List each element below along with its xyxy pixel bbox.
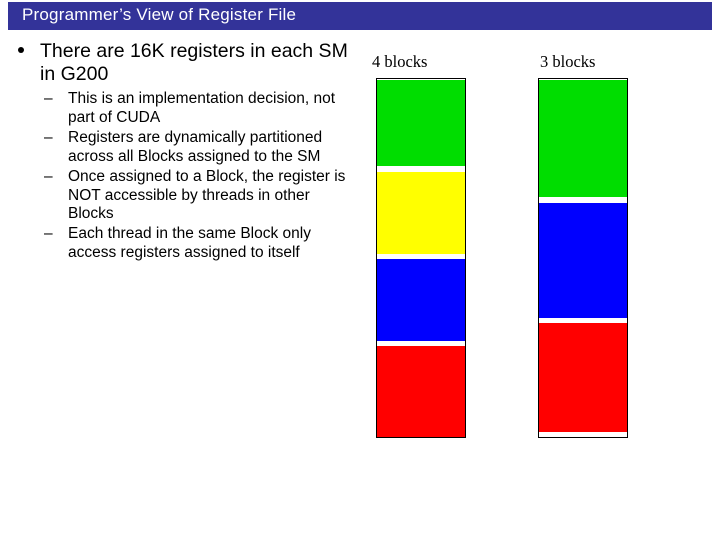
column-label-3-blocks: 3 blocks bbox=[540, 52, 596, 71]
segment-red-2 bbox=[539, 323, 627, 432]
register-file-column-2 bbox=[538, 78, 628, 438]
dash-marker-icon: – bbox=[44, 167, 53, 185]
bullet-level2-text: Once assigned to a Block, the register i… bbox=[68, 167, 346, 223]
segment-yellow-1 bbox=[377, 172, 465, 254]
body-content: There are 16K registers in each SM in G2… bbox=[10, 40, 355, 264]
bullet-level2: – Once assigned to a Block, the register… bbox=[44, 168, 355, 225]
segment-green-2 bbox=[539, 80, 627, 197]
bullet-level2: – This is an implementation decision, no… bbox=[44, 90, 355, 128]
bullet-level1: There are 16K registers in each SM in G2… bbox=[10, 40, 355, 86]
register-file-column-1 bbox=[376, 78, 466, 438]
segment-green-1 bbox=[377, 80, 465, 166]
bullet-level2: – Each thread in the same Block only acc… bbox=[44, 225, 355, 263]
segment-blue-1 bbox=[377, 259, 465, 341]
bullet-level2-text: Registers are dynamically partitioned ac… bbox=[68, 128, 323, 165]
dash-marker-icon: – bbox=[44, 225, 53, 243]
dash-marker-icon: – bbox=[44, 90, 53, 107]
bullet-level2-text: Each thread in the same Block only acces… bbox=[68, 225, 311, 262]
dash-marker-icon: – bbox=[44, 128, 53, 146]
bullet-level2: – Registers are dynamically partitioned … bbox=[44, 129, 355, 167]
page-title: Programmer’s View of Register File bbox=[22, 5, 297, 24]
bullet-level1-text: There are 16K registers in each SM in G2… bbox=[40, 40, 348, 85]
bullet-dot-icon bbox=[18, 47, 24, 53]
sub-bullet-list: – This is an implementation decision, no… bbox=[10, 90, 355, 263]
segment-blue-2 bbox=[539, 203, 627, 318]
segment-red-1 bbox=[377, 346, 465, 437]
title-bar bbox=[8, 2, 712, 30]
column-label-4-blocks: 4 blocks bbox=[372, 52, 428, 71]
bullet-level2-text: This is an implementation decision, not … bbox=[68, 90, 336, 126]
